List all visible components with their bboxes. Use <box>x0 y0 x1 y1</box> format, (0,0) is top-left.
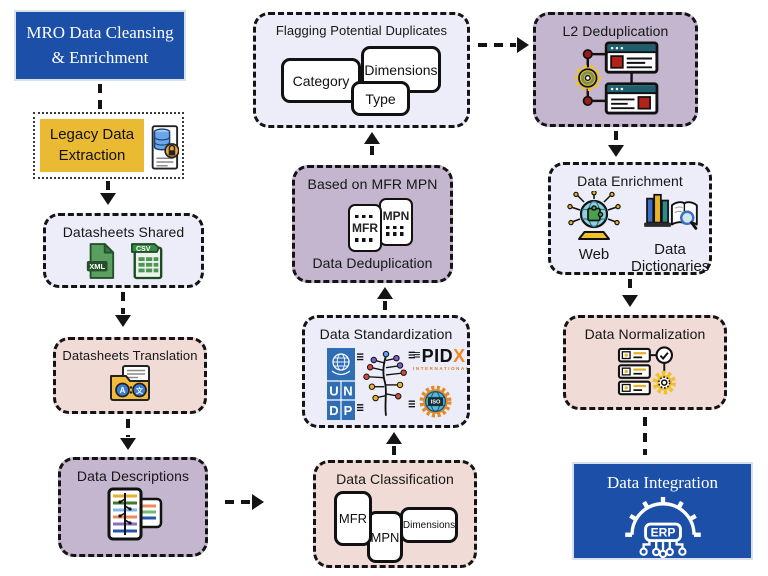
integration-title: Data Integration <box>607 473 718 492</box>
datasheets-translation-title: Datasheets Translation <box>62 348 198 363</box>
arrow-enrichment-to-normalization <box>628 279 632 294</box>
svg-text:ISO: ISO <box>431 400 441 406</box>
arrow-translation-to-descriptions <box>126 419 130 437</box>
arrowhead <box>115 315 131 327</box>
translation-folder-icon: A 文 <box>110 365 150 401</box>
arrow-standardization-to-dedup <box>383 301 387 313</box>
svg-text:P: P <box>344 403 353 418</box>
arrowhead <box>608 145 624 157</box>
standardization-title: Data Standardization <box>319 326 453 342</box>
arrowhead <box>622 295 638 307</box>
datasheets-shared-title: Datasheets Shared <box>62 224 185 240</box>
svg-text:D: D <box>329 403 338 418</box>
svg-text:U: U <box>329 384 338 399</box>
undp-logo: U N D P <box>327 348 355 420</box>
flagging-duplicates-box: Flagging Potential Duplicates Dimensions… <box>253 12 470 128</box>
header-title: MRO Data Cleansing & Enrichment <box>26 22 174 67</box>
annotated-document-icon <box>107 487 163 541</box>
arrow-dedup-to-flagging <box>370 146 374 159</box>
data-descriptions-box: Data Descriptions <box>58 457 208 557</box>
flagging-card-category: Category <box>281 58 361 103</box>
gear-windows-icon <box>574 41 658 115</box>
server-check-gear-icon <box>617 346 677 396</box>
mfr-card-icon: MFR <box>348 204 382 252</box>
data-standardization-box: Data Standardization U N D P <box>302 315 470 428</box>
dictionaries-label-line2: Dictionaries <box>631 258 710 276</box>
arrow-legacy-to-shared <box>106 181 110 193</box>
arrowhead <box>377 287 393 299</box>
normalization-title: Data Normalization <box>584 326 706 342</box>
connector-header-to-legacy <box>98 84 102 109</box>
connector-normalization-to-integration <box>643 417 647 455</box>
arrowhead <box>120 438 136 450</box>
data-dictionaries-icon <box>644 193 698 230</box>
arrow-shared-to-translation <box>121 292 125 314</box>
dictionaries-label-line1: Data <box>654 241 686 258</box>
l2-deduplication-box: L2 Deduplication <box>533 12 698 127</box>
arrowhead <box>386 432 402 444</box>
enrichment-title: Data Enrichment <box>577 173 683 189</box>
arrow-descriptions-to-classification <box>225 500 251 504</box>
classification-card-dimensions: Dimensions <box>400 507 458 543</box>
svg-text:ERP: ERP <box>650 525 675 539</box>
erp-gear-icon: ERP <box>624 496 701 558</box>
datasheets-shared-box: Datasheets Shared XML CSV <box>43 213 204 288</box>
arrow-flagging-to-l2 <box>478 43 516 47</box>
data-classification-box: Data Classification Dimensions MPN MFR <box>313 460 477 568</box>
svg-text:CSV: CSV <box>135 245 150 253</box>
mpn-card-icon: MPN <box>379 198 413 246</box>
svg-text:N: N <box>343 384 352 399</box>
web-globe-icon <box>567 190 621 240</box>
header-box: MRO Data Cleansing & Enrichment <box>14 10 186 81</box>
arrowhead <box>100 193 116 205</box>
dedup-title: Data Deduplication <box>312 255 433 271</box>
l2-title: L2 Deduplication <box>562 23 669 39</box>
arrowhead <box>517 37 529 53</box>
data-enrichment-box: Data Enrichment <box>548 162 712 275</box>
arrow-l2-to-enrichment <box>614 131 618 144</box>
data-integration-box: Data Integration ERP <box>572 462 753 560</box>
data-descriptions-title: Data Descriptions <box>76 468 190 484</box>
datasheets-translation-box: Datasheets Translation A 文 <box>53 337 207 414</box>
csv-file-icon: CSV <box>130 243 162 280</box>
standards-tree-icon <box>357 350 415 416</box>
iso-globe-icon: ISO <box>419 385 452 418</box>
classification-card-mfr: MFR <box>334 491 372 546</box>
database-lock-document-icon <box>151 125 179 170</box>
arrow-classification-to-standardization <box>392 446 396 458</box>
arrowhead <box>252 494 264 510</box>
legacy-extraction-label: Legacy Data Extraction <box>40 119 144 172</box>
xml-file-icon: XML <box>86 243 114 279</box>
classification-title: Data Classification <box>336 471 454 487</box>
svg-text:XML: XML <box>89 262 105 271</box>
legacy-extraction-box: Legacy Data Extraction <box>33 112 184 179</box>
classification-card-mpn: MPN <box>367 511 403 563</box>
data-normalization-box: Data Normalization <box>563 315 727 410</box>
data-deduplication-box: Based on MFR MPN MPN MFR Data Deduplicat… <box>292 165 453 283</box>
dedup-subtitle: Based on MFR MPN <box>307 176 438 192</box>
svg-text:A: A <box>120 386 126 395</box>
pidx-logo: ≡PIDX INTERNATIONAL <box>413 346 471 371</box>
flagging-title: Flagging Potential Duplicates <box>275 23 448 38</box>
arrowhead <box>364 132 380 144</box>
flagging-card-type: Type <box>351 81 410 116</box>
web-label: Web <box>578 246 610 263</box>
svg-text:文: 文 <box>136 386 144 395</box>
